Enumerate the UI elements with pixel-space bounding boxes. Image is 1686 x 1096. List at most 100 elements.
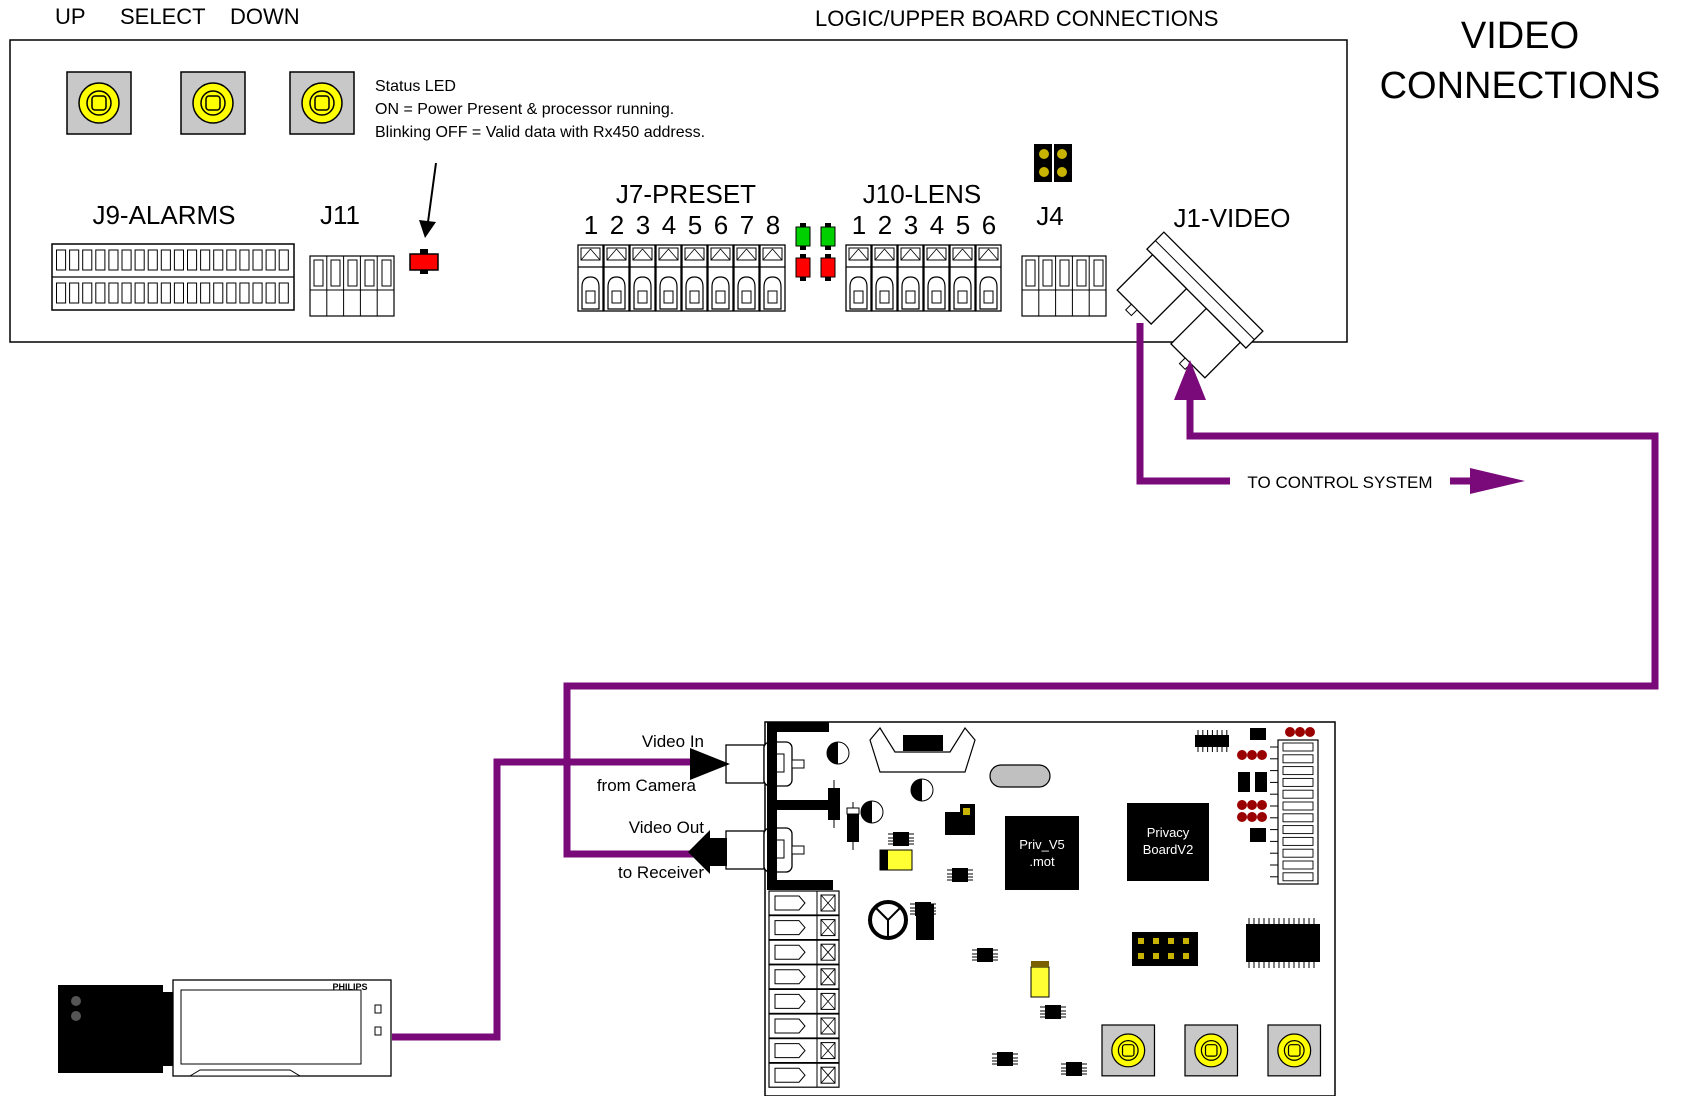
board-button-3[interactable]	[1267, 1024, 1322, 1077]
chip2-line1: Privacy	[1147, 825, 1190, 840]
diodes	[828, 780, 860, 850]
up-label: UP	[55, 4, 86, 29]
indicator-leds	[795, 223, 836, 281]
terminal-block	[768, 939, 840, 965]
crystal	[989, 764, 1051, 788]
j11-label: J11	[320, 200, 360, 230]
screw-terminal	[923, 244, 950, 312]
up-button[interactable]	[66, 71, 132, 135]
select-label: SELECT	[120, 4, 206, 29]
pin-number: 6	[714, 210, 728, 240]
pin-number: 6	[982, 210, 996, 240]
status-led	[409, 249, 439, 274]
j1-video-connector	[1116, 231, 1264, 379]
j11-connector	[309, 255, 395, 317]
from-camera-label: from Camera	[597, 776, 697, 795]
video-in-label: Video In	[642, 732, 704, 751]
chip-priv-v5: Priv_V5 .mot	[1005, 816, 1079, 890]
chip-privacy-board: Privacy BoardV2	[1127, 803, 1209, 881]
video-in-bnc	[725, 741, 805, 787]
terminal-block	[768, 964, 840, 990]
logic-board: Status LED ON = Power Present & processo…	[9, 39, 1348, 379]
screw-terminal	[577, 244, 604, 312]
pin-number: 2	[878, 210, 892, 240]
chip1-line1: Priv_V5	[1019, 837, 1065, 852]
pin-number: 1	[852, 210, 866, 240]
header-2x4	[1132, 932, 1198, 966]
terminal-block	[768, 914, 840, 941]
pin-number: 5	[956, 210, 970, 240]
terminal-block	[768, 1013, 840, 1039]
camera-brand: PHILIPS	[332, 982, 367, 992]
control-system-label: TO CONTROL SYSTEM	[1247, 473, 1432, 492]
screw-terminal	[707, 244, 734, 312]
pin-number: 3	[636, 210, 650, 240]
pin-number: 4	[930, 210, 944, 240]
screw-terminal	[733, 244, 760, 312]
top-ic	[1195, 735, 1229, 747]
j10-label: J10-LENS	[863, 179, 982, 209]
screw-terminal	[655, 244, 682, 312]
terminal-block	[768, 890, 840, 916]
video-out-bnc	[725, 827, 805, 873]
j7-preset-connector	[577, 244, 786, 312]
pin-number: 8	[766, 210, 780, 240]
j4-jumper	[1034, 144, 1072, 182]
camera: PHILIPS	[58, 979, 392, 1077]
terminal-block	[768, 1062, 840, 1088]
privacy-terminal-strip	[768, 890, 840, 1088]
right-pin-header	[1270, 739, 1319, 885]
pin-number: 7	[740, 210, 754, 240]
capacitors	[826, 741, 934, 824]
yellow-pad-2	[1030, 966, 1050, 998]
screw-terminal	[629, 244, 656, 312]
status-led-arrow	[419, 162, 437, 238]
regulator	[869, 726, 976, 773]
terminal-block	[768, 988, 840, 1015]
video-title-line2: CONNECTIONS	[1380, 65, 1661, 107]
board-button-1[interactable]	[1101, 1024, 1156, 1077]
j9-label: J9-ALARMS	[92, 200, 235, 230]
dark-red-jumpers	[1237, 727, 1315, 842]
j1-label: J1-VIDEO	[1173, 203, 1290, 233]
potentiometer	[868, 900, 934, 940]
video-title-line1: VIDEO	[1461, 15, 1579, 57]
j4-label: J4	[1036, 201, 1063, 231]
select-button[interactable]	[180, 71, 246, 135]
screw-terminal	[975, 244, 1002, 312]
status-led-line2: Blinking OFF = Valid data with Rx450 add…	[375, 124, 705, 141]
soic-chip	[1246, 918, 1320, 968]
pin-number: 5	[688, 210, 702, 240]
screw-terminal	[603, 244, 630, 312]
board-button-2[interactable]	[1184, 1024, 1239, 1077]
down-label: DOWN	[230, 4, 300, 29]
status-led-title: Status LED	[375, 78, 456, 95]
pin-number: 3	[904, 210, 918, 240]
screw-terminal	[681, 244, 708, 312]
bnc-bracket	[767, 722, 833, 890]
screw-terminal	[897, 244, 924, 312]
j4-connector	[1021, 255, 1107, 317]
chip1-line2: .mot	[1029, 854, 1055, 869]
down-button[interactable]	[289, 71, 355, 135]
j10-lens-connector	[845, 244, 1002, 312]
pin-number: 4	[662, 210, 676, 240]
screw-terminal	[759, 244, 786, 312]
screw-terminal	[845, 244, 872, 312]
status-led-line1: ON = Power Present & processor running.	[375, 101, 674, 118]
j7-label: J7-PRESET	[616, 179, 756, 209]
privacy-board: Video In from Camera Video Out to Receiv…	[597, 721, 1336, 1096]
video-cables	[392, 323, 1659, 1041]
j9-alarms-connector	[51, 243, 295, 311]
pin-number: 1	[584, 210, 598, 240]
logic-board-title: LOGIC/UPPER BOARD CONNECTIONS	[815, 6, 1218, 31]
chip2-line2: BoardV2	[1143, 842, 1194, 857]
video-out-label: Video Out	[629, 818, 705, 837]
terminal-block	[768, 1037, 840, 1064]
to-receiver-label: to Receiver	[618, 863, 704, 882]
screw-terminal	[871, 244, 898, 312]
pin-number: 2	[610, 210, 624, 240]
